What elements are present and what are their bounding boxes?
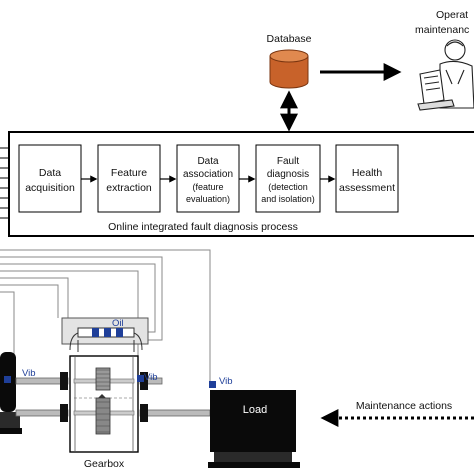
step-3-line-3: (feature xyxy=(192,182,223,192)
database-icon xyxy=(269,49,309,89)
step-4-line-4: and isolation) xyxy=(261,194,315,204)
load-label: Load xyxy=(243,404,267,416)
load-icon xyxy=(208,390,300,468)
step-4-line-3: (detection xyxy=(268,182,308,192)
step-3-line-4: evaluation) xyxy=(186,194,230,204)
process-step-3: Data association (feature evaluation) xyxy=(176,144,240,213)
vib-label-1: Vib xyxy=(22,368,36,379)
step-4-line-1: Fault xyxy=(277,156,299,167)
operator-icon xyxy=(417,39,474,111)
maintenance-label: Maintenance actions xyxy=(356,400,452,412)
vib-sensor-icons xyxy=(4,375,216,388)
step-5-line-2: assessment xyxy=(339,182,395,194)
step-1-line-1: Data xyxy=(39,167,61,179)
oil-sensor xyxy=(61,317,149,352)
step-1-line-2: acquisition xyxy=(25,182,75,194)
process-step-5: Health assessment xyxy=(335,144,399,213)
process-step-1: Data acquisition xyxy=(18,144,82,213)
step-2-line-1: Feature xyxy=(111,167,147,179)
motor-icon xyxy=(0,352,22,434)
process-caption: Online integrated fault diagnosis proces… xyxy=(108,221,298,233)
vib-label-3: Vib xyxy=(219,376,233,387)
step-3-line-2: association xyxy=(183,169,233,180)
step-2-line-2: extraction xyxy=(106,182,152,194)
database-label: Database xyxy=(267,33,312,45)
oil-label: Oil xyxy=(112,318,124,329)
step-3-line-1: Data xyxy=(197,156,219,167)
input-lines xyxy=(0,147,9,219)
vib-label-2: Vib xyxy=(144,372,158,383)
gearbox-label: Gearbox xyxy=(84,458,125,470)
gearbox-icon xyxy=(69,355,139,453)
step-5-line-1: Health xyxy=(352,167,383,179)
signal-lines xyxy=(0,249,211,383)
operator-label-line1: Operat xyxy=(436,9,468,21)
process-step-4: Fault diagnosis (detection and isolation… xyxy=(255,144,321,213)
operator-label-line2: maintenanc xyxy=(415,24,469,36)
process-step-2: Feature extraction xyxy=(97,144,161,213)
step-4-line-2: diagnosis xyxy=(267,169,309,180)
